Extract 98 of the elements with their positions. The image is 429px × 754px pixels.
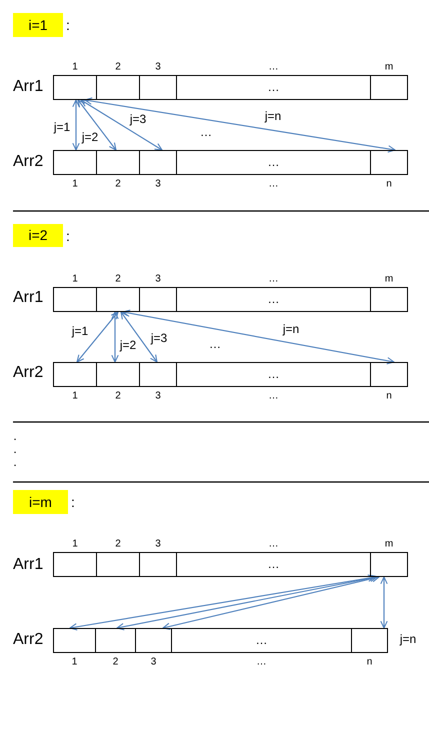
array-cell [96, 362, 140, 387]
edge-label: j=n [282, 323, 300, 337]
double-arrow [77, 99, 117, 151]
index-label: 3 [155, 178, 161, 190]
colon-text: : [71, 494, 75, 510]
index-label: 3 [155, 390, 161, 402]
array-cell [53, 287, 97, 312]
array-cell [53, 150, 97, 175]
highlighted-heading: i=2 [13, 224, 63, 247]
colon-text: : [66, 227, 70, 244]
double-arrow [380, 576, 388, 629]
double-arrow [122, 310, 395, 364]
index-label: 2 [115, 390, 121, 402]
double-arrow [111, 311, 119, 363]
index-label: 1 [72, 538, 78, 550]
index-label: m [384, 538, 394, 550]
index-label: n [366, 656, 372, 668]
highlighted-heading: i=m [13, 490, 68, 514]
index-label: 3 [150, 656, 156, 668]
index-label: … [268, 390, 278, 402]
array-cell [53, 75, 97, 100]
edge-label: j=n [264, 110, 282, 124]
array-cell [135, 628, 172, 653]
array-cell: … [176, 150, 371, 175]
index-label: 3 [155, 273, 161, 285]
array-cell [370, 150, 408, 175]
edge-label: j=3 [128, 113, 148, 127]
array-cell [370, 287, 408, 312]
edge-label: j=2 [80, 131, 100, 145]
index-label: 2 [112, 656, 118, 668]
array-cell [53, 552, 97, 577]
index-label: 1 [72, 61, 78, 73]
index-label: m [384, 61, 394, 73]
array-name: Arr2 [13, 630, 44, 650]
index-label: n [386, 390, 392, 402]
index-label: … [256, 656, 266, 668]
index-label: 2 [115, 273, 121, 285]
array-name: Arr2 [13, 152, 44, 172]
dot-text: . [13, 456, 17, 470]
array-cell: … [176, 75, 371, 100]
index-label: 2 [115, 178, 121, 190]
array-cell [139, 150, 177, 175]
array-cell [95, 628, 136, 653]
dot-text: . [13, 443, 17, 457]
index-label: 3 [155, 538, 161, 550]
edge-label: j=2 [118, 339, 138, 353]
array-name: Arr1 [13, 556, 44, 574]
array-cell [139, 362, 177, 387]
array-cell: … [176, 287, 371, 312]
array-cell [370, 552, 408, 577]
array-cell [139, 75, 177, 100]
index-label: 1 [72, 390, 78, 402]
double-arrow [69, 574, 376, 631]
array-cell [370, 362, 408, 387]
edge-label: j=1 [52, 121, 72, 135]
index-label: n [386, 178, 392, 190]
array-cell [53, 628, 96, 653]
array-name: Arr1 [13, 288, 44, 308]
array-cell: … [176, 552, 371, 577]
ellipsis-text: … [200, 126, 212, 140]
edge-label: j=1 [70, 325, 90, 339]
array-cell [96, 552, 140, 577]
array-cell: … [171, 628, 352, 653]
array-name: Arr2 [13, 364, 44, 382]
index-label: m [384, 273, 394, 285]
index-label: 1 [72, 656, 78, 668]
edge-label: j=3 [150, 332, 168, 346]
index-label: … [268, 273, 278, 285]
double-arrow [162, 574, 380, 630]
ellipsis-text: … [209, 338, 221, 352]
double-arrow [120, 311, 158, 363]
array-cell: … [176, 362, 371, 387]
array-cell [96, 287, 140, 312]
array-cell [53, 362, 97, 387]
double-arrow [116, 574, 378, 630]
colon-text: : [66, 16, 70, 34]
double-arrow [72, 99, 80, 151]
array-cell [96, 75, 140, 100]
array-name: Arr1 [13, 78, 44, 96]
double-arrow [80, 99, 163, 151]
array-cell [96, 150, 140, 175]
array-cell [370, 75, 408, 100]
index-label: … [268, 61, 278, 73]
index-label: 2 [115, 61, 121, 73]
index-label: 1 [72, 178, 78, 190]
edge-label: j=n [398, 633, 418, 647]
double-arrow [84, 97, 396, 153]
array-cell [139, 552, 177, 577]
array-cell [139, 287, 177, 312]
index-label: 1 [72, 273, 78, 285]
double-arrow [76, 311, 119, 363]
array-cell [351, 628, 388, 653]
index-label: … [268, 538, 278, 550]
index-label: 2 [115, 538, 121, 550]
dot-text: . [13, 430, 17, 444]
index-label: … [268, 178, 278, 190]
index-label: 3 [155, 61, 161, 73]
highlighted-heading: i=1 [13, 13, 63, 37]
